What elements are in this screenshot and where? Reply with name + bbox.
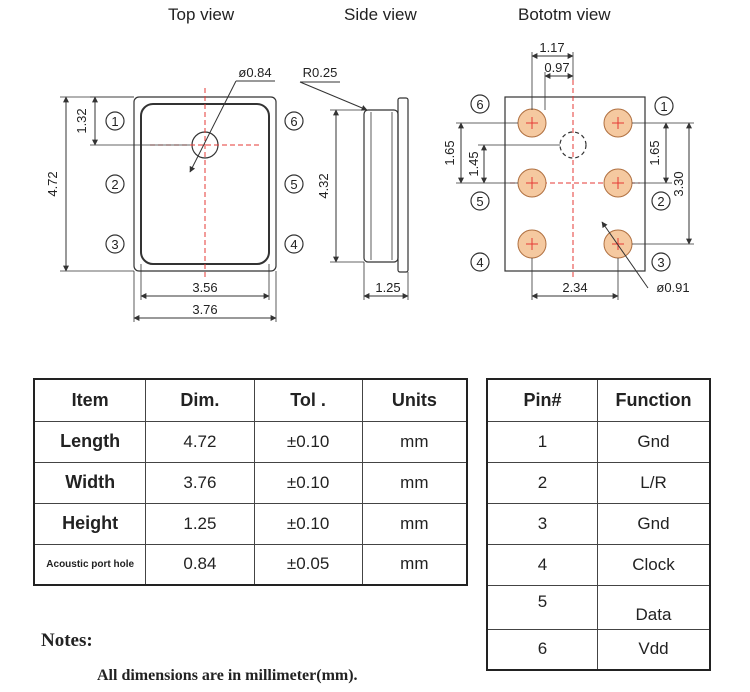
dim-165-right-label: 1.65 <box>647 140 662 165</box>
table-row: 1 Gnd <box>486 420 711 463</box>
dim-cell: mm <box>361 502 468 545</box>
top-pin-3: 3 <box>111 237 118 252</box>
dim-165-left-label: 1.65 <box>442 140 457 165</box>
dim-cell: mm <box>361 543 468 586</box>
dim-117-label: 1.17 <box>539 40 564 55</box>
bottom-pin-6: 6 <box>476 97 483 112</box>
dim-376-label: 3.76 <box>192 302 217 317</box>
dim-125-label: 1.25 <box>375 280 400 295</box>
bottom-pin-5: 5 <box>476 194 483 209</box>
pin-cell: L/R <box>597 461 711 504</box>
bottom-view-title: Bototm view <box>518 5 611 24</box>
pin-cell: Gnd <box>597 502 711 545</box>
pin-cell: Gnd <box>597 420 711 463</box>
dim-header-units: Units <box>361 378 468 422</box>
dim-header-dim: Dim. <box>145 378 255 422</box>
dim-234-label: 2.34 <box>562 280 587 295</box>
side-view <box>299 81 409 300</box>
pin-cell: 1 <box>486 420 598 463</box>
pin-cell: 4 <box>486 543 598 586</box>
dim-432-label: 4.32 <box>316 173 331 198</box>
bottom-pin-4: 4 <box>476 255 483 270</box>
side-lid <box>397 97 409 273</box>
port-dia-label: ø0.84 <box>238 65 271 80</box>
mechanical-drawing: ø0.84 1.32 4.72 3.56 3.76 1 2 3 6 5 4 R0… <box>45 40 694 322</box>
dimension-table: Item Dim. Tol . Units Length 4.72 ±0.10 … <box>33 378 468 586</box>
pin-cell: Data <box>597 584 711 630</box>
top-view <box>60 80 304 322</box>
radius-label: R0.25 <box>303 65 338 80</box>
table-row: Length 4.72 ±0.10 mm <box>33 420 468 463</box>
table-row: 3 Gnd <box>486 502 711 545</box>
dim-472-label: 4.72 <box>45 171 60 196</box>
notes-text: All dimensions are in millimeter(mm). <box>97 667 358 684</box>
pin-header-pin: Pin# <box>486 378 598 422</box>
bottom-outline <box>504 96 646 272</box>
dim-cell: mm <box>361 420 468 463</box>
dim-cell: 3.76 <box>145 461 255 504</box>
notes-title: Notes: <box>41 630 93 651</box>
table-row: 6 Vdd <box>486 628 711 671</box>
side-body <box>363 109 399 263</box>
pin-cell: Clock <box>597 543 711 586</box>
side-view-title: Side view <box>344 5 417 24</box>
dim-cell: ±0.10 <box>253 420 363 463</box>
pin-table: Pin# Function 1 Gnd 2 L/R 3 Gnd 4 Clock … <box>486 378 711 671</box>
dim-cell: mm <box>361 461 468 504</box>
top-pin-4: 4 <box>290 237 297 252</box>
dim-145-label: 1.45 <box>466 151 481 176</box>
port-hole-dashed <box>559 131 587 159</box>
dim-132-label: 1.32 <box>74 108 89 133</box>
bottom-view <box>456 52 694 300</box>
top-pin-1: 1 <box>111 114 118 129</box>
pin-cell: Vdd <box>597 628 711 671</box>
pad-dia-label: ø0.91 <box>656 280 689 295</box>
dim-cell: 4.72 <box>145 420 255 463</box>
dim-097-label: 0.97 <box>544 60 569 75</box>
dim-cell: 0.84 <box>145 543 255 586</box>
table-row: Height 1.25 ±0.10 mm <box>33 502 468 545</box>
top-pin-5: 5 <box>290 177 297 192</box>
dim-header-item: Item <box>33 378 147 422</box>
dim-cell: 1.25 <box>145 502 255 545</box>
pad-dia-leader <box>601 221 649 289</box>
port-leader <box>189 80 237 173</box>
dim-cell: Length <box>33 420 147 463</box>
dim-cell: Acoustic port hole <box>33 543 147 586</box>
bottom-pin-2: 2 <box>657 194 664 209</box>
dim-cell: Height <box>33 502 147 545</box>
dim-356-label: 3.56 <box>192 280 217 295</box>
pin-cell: 6 <box>486 628 598 671</box>
table-row: 2 L/R <box>486 461 711 504</box>
pin-cell: 2 <box>486 461 598 504</box>
pin-header-function: Function <box>597 378 711 422</box>
top-view-title: Top view <box>168 5 235 24</box>
dim-cell: ±0.05 <box>253 543 363 586</box>
bottom-pin-1: 1 <box>660 99 667 114</box>
dim-cell: Width <box>33 461 147 504</box>
dim-header-tol: Tol . <box>253 378 363 422</box>
table-row: Acoustic port hole 0.84 ±0.05 mm <box>33 543 468 586</box>
pin-cell: 3 <box>486 502 598 545</box>
table-row: 5 Data <box>486 584 711 630</box>
radius-leader <box>299 81 368 111</box>
top-pin-6: 6 <box>290 114 297 129</box>
pin-cell: 5 <box>486 584 598 630</box>
dim-330-label: 3.30 <box>671 171 686 196</box>
dim-cell: ±0.10 <box>253 502 363 545</box>
table-row: 4 Clock <box>486 543 711 586</box>
bottom-pin-3: 3 <box>657 255 664 270</box>
table-row: Width 3.76 ±0.10 mm <box>33 461 468 504</box>
top-pin-2: 2 <box>111 177 118 192</box>
dim-cell: ±0.10 <box>253 461 363 504</box>
